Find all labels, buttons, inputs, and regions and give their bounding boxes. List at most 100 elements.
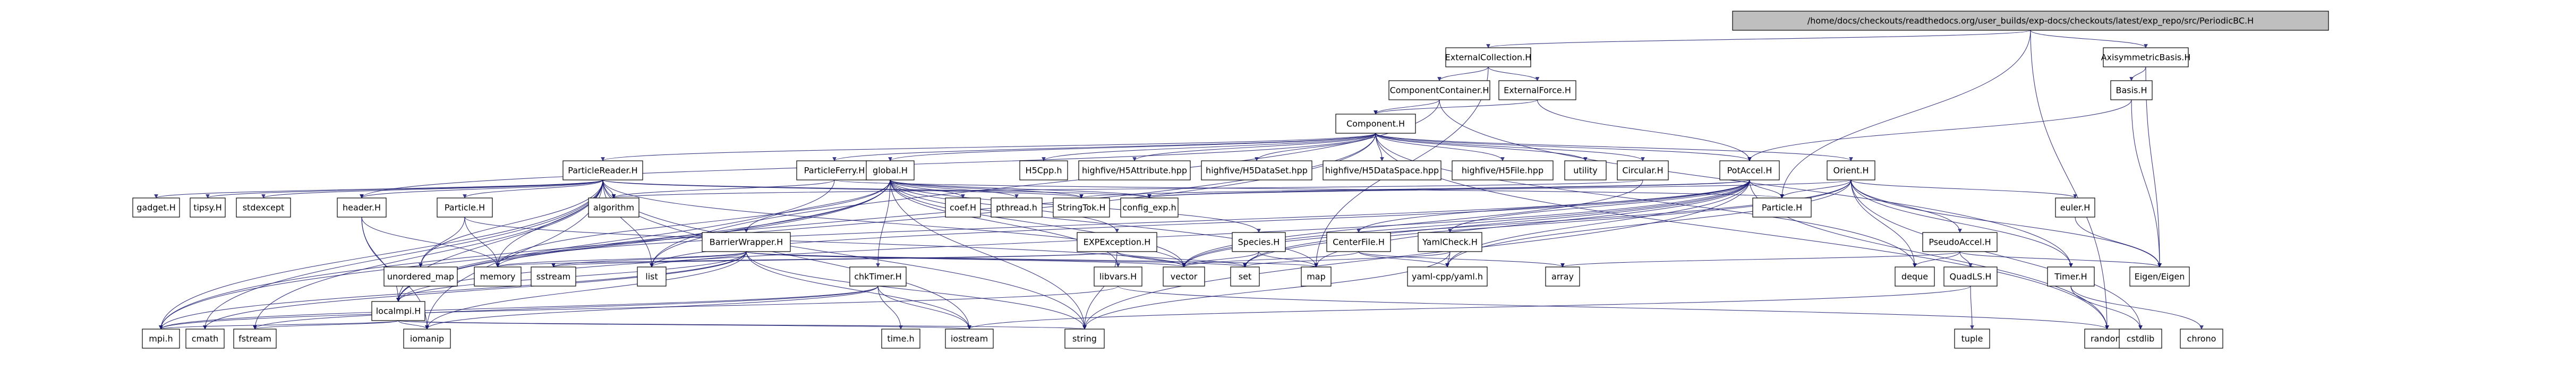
node-chrono[interactable]: chrono <box>2180 329 2223 349</box>
node-yaml-cpp-yaml-h[interactable]: yaml-cpp/yaml.h <box>1407 266 1488 287</box>
node-label: vector <box>1171 272 1198 282</box>
node-particlereader-h[interactable]: ParticleReader.H <box>562 160 643 180</box>
node-cmath[interactable]: cmath <box>185 329 225 349</box>
node-quadls-h[interactable]: QuadLS.H <box>1943 266 1998 287</box>
edge-particlereader-to-header <box>360 179 603 199</box>
node-iomanip[interactable]: iomanip <box>403 329 451 349</box>
edge-timer-to-chrono <box>2070 286 2204 330</box>
node-vector[interactable]: vector <box>1163 266 1205 287</box>
edge-potaccel-to-config-exp <box>1147 179 1750 199</box>
node-externalforce-h[interactable]: ExternalForce.H <box>1498 80 1576 100</box>
node-centerfile-h[interactable]: CenterFile.H <box>1326 232 1391 252</box>
node-label: highfive/H5File.hpp <box>1462 166 1543 176</box>
node-highfive-h5dataset-hpp[interactable]: highfive/H5DataSet.hpp <box>1201 160 1312 180</box>
node-highfive-h5attribute-hpp[interactable]: highfive/H5Attribute.hpp <box>1078 160 1191 180</box>
node-particle-h[interactable]: Particle.H <box>1752 197 1812 218</box>
node-time-h[interactable]: time.h <box>881 329 920 349</box>
node-box <box>1895 266 1935 287</box>
node-label: header.H <box>343 203 381 213</box>
node-box <box>945 197 981 218</box>
node-tipsy-h[interactable]: tipsy.H <box>190 197 226 218</box>
node-particle-h[interactable]: Particle.H <box>437 197 493 218</box>
edge-libvars-to-random <box>1118 286 2109 330</box>
node-label: Particle.H <box>445 203 485 213</box>
node-timer-h[interactable]: Timer.H <box>2047 266 2095 287</box>
node-gadget-h[interactable]: gadget.H <box>132 197 180 218</box>
node-h5cpp-h[interactable]: H5Cpp.h <box>1019 160 1068 180</box>
node-expexception-h[interactable]: EXPException.H <box>1077 232 1157 252</box>
node-label: unordered_map <box>387 272 454 282</box>
node-chktimer-h[interactable]: chkTimer.H <box>849 266 907 287</box>
node-localmpi-h[interactable]: localmpi.H <box>371 301 425 321</box>
node-potaccel-h[interactable]: PotAccel.H <box>1719 160 1780 180</box>
node-label: AxisymmetricBasis.H <box>2101 53 2191 63</box>
node-externalcollection-h[interactable]: ExternalCollection.H <box>1445 47 1532 67</box>
node-box <box>588 197 639 218</box>
node-tuple[interactable]: tuple <box>1954 329 1990 349</box>
node-species-h[interactable]: Species.H <box>1232 232 1286 252</box>
node-array[interactable]: array <box>1545 266 1580 287</box>
edge-particlereader-to-particleh <box>463 179 603 199</box>
node-deque[interactable]: deque <box>1895 266 1935 287</box>
node-eigen-eigen[interactable]: Eigen/Eigen <box>2129 266 2190 287</box>
edge-basis-to-potaccel <box>1747 99 2132 161</box>
node-set[interactable]: set <box>1230 266 1260 287</box>
edge-global-to-coef <box>890 179 965 199</box>
node-component-h[interactable]: Component.H <box>1335 114 1416 134</box>
node-highfive-h5dataspace-hpp[interactable]: highfive/H5DataSpace.hpp <box>1323 160 1441 180</box>
node-box <box>531 266 576 287</box>
node-global-h[interactable]: global.H <box>866 160 915 180</box>
edge-centerfile-to-yaml <box>1358 251 1449 268</box>
node-pseudoaccel-h[interactable]: PseudoAccel.H <box>1922 232 1998 252</box>
node-euler-h[interactable]: euler.H <box>2055 197 2095 218</box>
edge-pseudoaccel-to-eigen <box>1959 251 2162 268</box>
node-fstream[interactable]: fstream <box>233 329 277 349</box>
node-stdexcept[interactable]: stdexcept <box>236 197 291 218</box>
node-particleferry-h[interactable]: ParticleFerry.H <box>796 160 873 180</box>
node-basis-h[interactable]: Basis.H <box>2110 80 2153 100</box>
edge-quadls-to-iostream <box>967 286 1971 330</box>
node-componentcontainer-h[interactable]: ComponentContainer.H <box>1388 80 1490 100</box>
node-label: mpi.h <box>149 334 173 344</box>
node-box <box>1163 266 1205 287</box>
node-label: highfive/H5Attribute.hpp <box>1082 166 1187 176</box>
node-axisymmetricbasis-h[interactable]: AxisymmetricBasis.H <box>2101 47 2191 67</box>
node-mpi-h[interactable]: mpi.h <box>142 329 180 349</box>
node-list[interactable]: list <box>637 266 667 287</box>
node-map[interactable]: map <box>1301 266 1332 287</box>
node-unordered-map[interactable]: unordered_map <box>383 266 458 287</box>
edge-particlereader-to-config-exp <box>602 179 1151 199</box>
edge-barrierwrapper-to-mpi <box>159 251 747 330</box>
node-stringtok-h[interactable]: StringTok.H <box>1053 197 1110 218</box>
node-config-exp-h[interactable]: config_exp.h <box>1120 197 1179 218</box>
node-pthread-h[interactable]: pthread.h <box>991 197 1043 218</box>
node-sstream[interactable]: sstream <box>531 266 576 287</box>
node-label: memory <box>480 272 516 282</box>
node-utility[interactable]: utility <box>1564 160 1607 180</box>
node-box <box>1752 197 1812 218</box>
node-box <box>945 329 994 349</box>
node-orient-h[interactable]: Orient.H <box>1827 160 1875 180</box>
node-circular-h[interactable]: Circular.H <box>1617 160 1669 180</box>
node-coef-h[interactable]: coef.H <box>945 197 981 218</box>
node-box <box>2129 266 2190 287</box>
node-header-h[interactable]: header.H <box>337 197 387 218</box>
node-label: deque <box>1901 272 1928 282</box>
node-algorithm[interactable]: algorithm <box>588 197 639 218</box>
node-memory[interactable]: memory <box>474 266 522 287</box>
node-barrierwrapper-h[interactable]: BarrierWrapper.H <box>702 232 791 252</box>
edge-euler-to-eigen <box>2075 217 2162 268</box>
node-iostream[interactable]: iostream <box>945 329 994 349</box>
edge-barrierwrapper-to-cmath <box>203 251 747 330</box>
node-string[interactable]: string <box>1064 329 1105 349</box>
node-libvars-h[interactable]: libvars.H <box>1094 266 1142 287</box>
node-label: ParticleFerry.H <box>804 166 865 176</box>
edge-externalcollection-to-externalforce <box>1488 66 1540 81</box>
edge-expexception-to-vector <box>1116 251 1186 268</box>
node-cstdlib[interactable]: cstdlib <box>2119 329 2162 349</box>
node-box <box>142 329 180 349</box>
node-label: cstdlib <box>2127 334 2155 344</box>
node-yamlcheck-h[interactable]: YamlCheck.H <box>1418 232 1482 252</box>
node-highfive-h5file-hpp[interactable]: highfive/H5File.hpp <box>1452 160 1554 180</box>
